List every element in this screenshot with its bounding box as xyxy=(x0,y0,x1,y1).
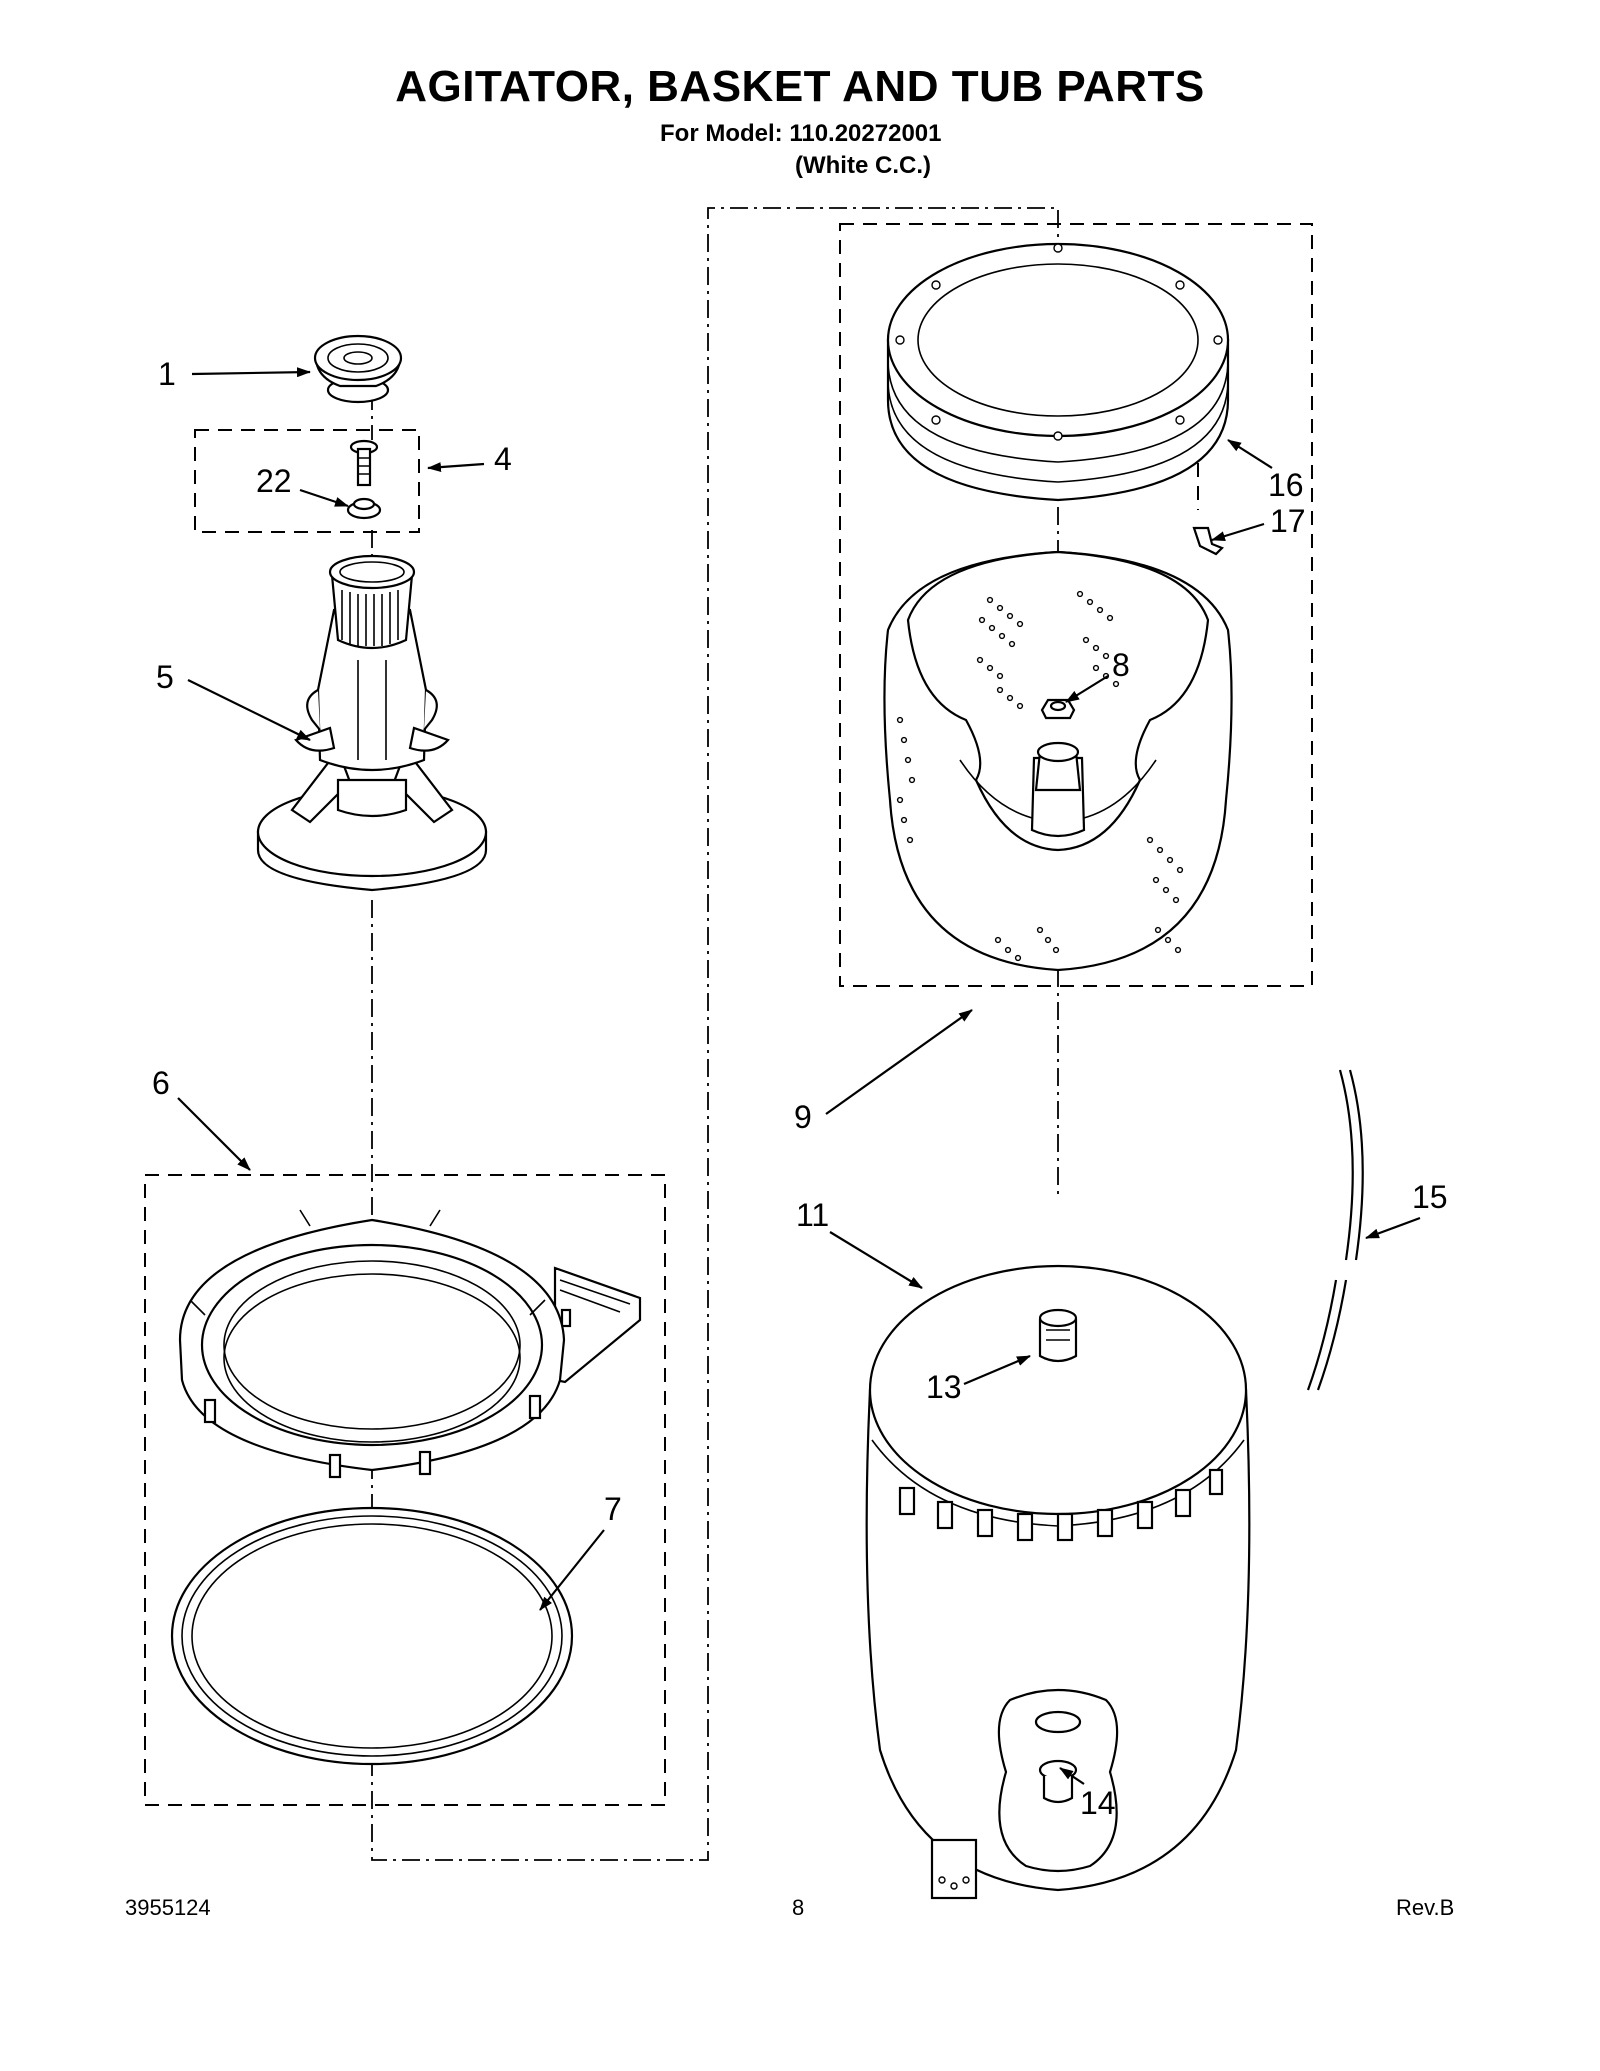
callout-1: 1 xyxy=(158,356,176,392)
callout-leaders xyxy=(177,367,1421,1785)
page-number: 8 xyxy=(792,1895,805,1920)
agitator-bolt-part xyxy=(346,439,382,520)
callout-15: 15 xyxy=(1412,1179,1448,1215)
group-box-9 xyxy=(839,223,1313,987)
tub-ring-seal-part xyxy=(170,1506,574,1766)
agitator-part xyxy=(256,554,488,892)
callout-16: 16 xyxy=(1268,467,1304,503)
callout-labels: 1 4 22 5 6 7 8 9 11 13 14 15 16 17 xyxy=(152,356,1448,1821)
spin-basket-part xyxy=(883,550,1233,972)
callout-7: 7 xyxy=(604,1491,622,1527)
callout-4: 4 xyxy=(494,441,512,477)
callout-8: 8 xyxy=(1112,647,1130,683)
model-number: For Model: 110.20272001 xyxy=(660,120,942,147)
callout-9: 9 xyxy=(794,1099,812,1135)
callout-6: 6 xyxy=(152,1065,170,1101)
callout-22: 22 xyxy=(256,463,292,499)
callout-17: 17 xyxy=(1270,503,1306,539)
hose-part xyxy=(1306,1069,1364,1391)
model-color: (White C.C.) xyxy=(795,152,931,179)
document-number: 3955124 xyxy=(125,1895,211,1920)
callout-13: 13 xyxy=(926,1369,962,1405)
group-box-6 xyxy=(144,1174,666,1806)
clip-part xyxy=(1192,526,1224,556)
tub-vents xyxy=(898,1468,1224,1542)
agitator-cap-part xyxy=(313,334,403,404)
basket-perforations xyxy=(896,590,1184,962)
page-title: AGITATOR, BASKET AND TUB PARTS xyxy=(395,62,1205,111)
callout-5: 5 xyxy=(156,659,174,695)
group-box-4 xyxy=(194,429,420,533)
balance-ring-part xyxy=(886,242,1230,502)
revision-label: Rev.B xyxy=(1396,1895,1455,1920)
callout-11: 11 xyxy=(796,1197,829,1233)
tub-ring-part xyxy=(178,1209,642,1479)
outer-tub-part xyxy=(865,1264,1251,1900)
callout-14: 14 xyxy=(1080,1785,1116,1821)
